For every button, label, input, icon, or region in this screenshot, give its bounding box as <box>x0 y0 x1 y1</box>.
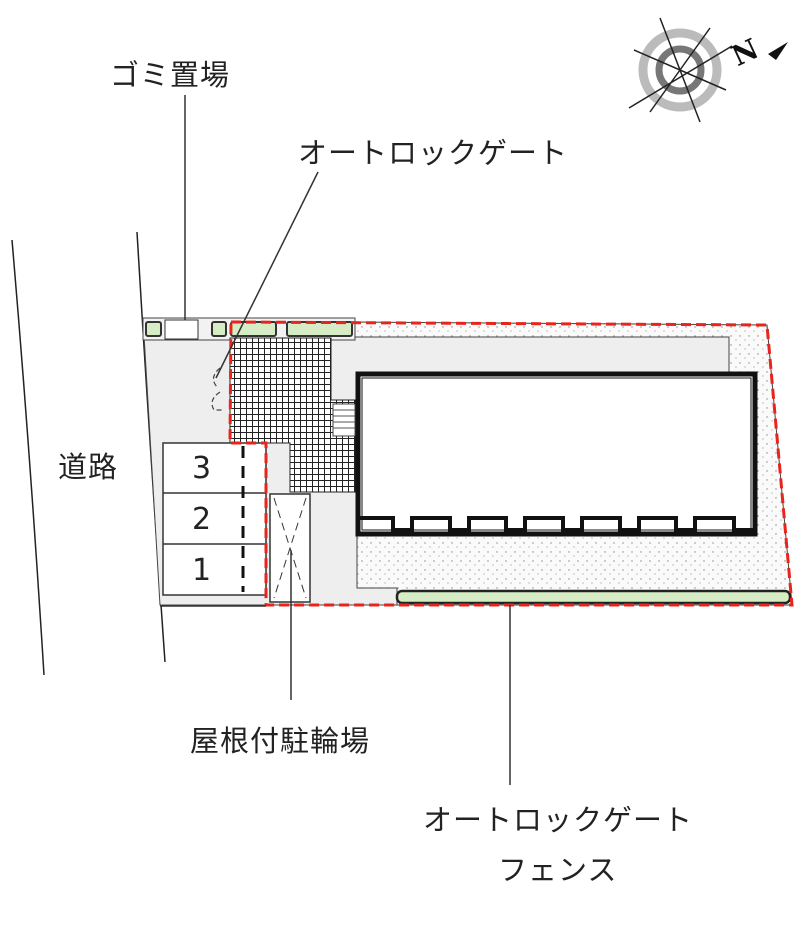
label-autolock-gate-fence: オートロックゲート <box>423 803 694 837</box>
building <box>355 371 758 537</box>
stairs <box>332 403 356 437</box>
planter <box>286 321 353 337</box>
compass-icon <box>628 17 788 123</box>
gate-door-symbol <box>211 367 224 411</box>
site-boundary <box>228 320 794 607</box>
planter <box>145 321 162 337</box>
top-strip <box>142 317 356 341</box>
label-garbage: ゴミ置場 <box>110 58 231 92</box>
compass-north-label: N <box>726 32 763 73</box>
leader-lines <box>184 95 511 785</box>
label-road: 道路 <box>58 450 119 484</box>
label-bicycle-parking: 屋根付駐輪場 <box>190 724 371 758</box>
fence-planting <box>395 589 792 605</box>
label-fence: フェンス <box>498 853 618 887</box>
parking-spaces <box>162 442 267 596</box>
parking-space-number: 2 <box>192 502 211 537</box>
planter <box>211 321 227 337</box>
parking-space-number: 1 <box>192 553 211 588</box>
parking-space-number: 3 <box>192 451 211 486</box>
bicycle-parking <box>269 493 311 603</box>
garbage-area <box>164 319 199 340</box>
label-autolock-gate: オートロックゲート <box>298 136 569 170</box>
